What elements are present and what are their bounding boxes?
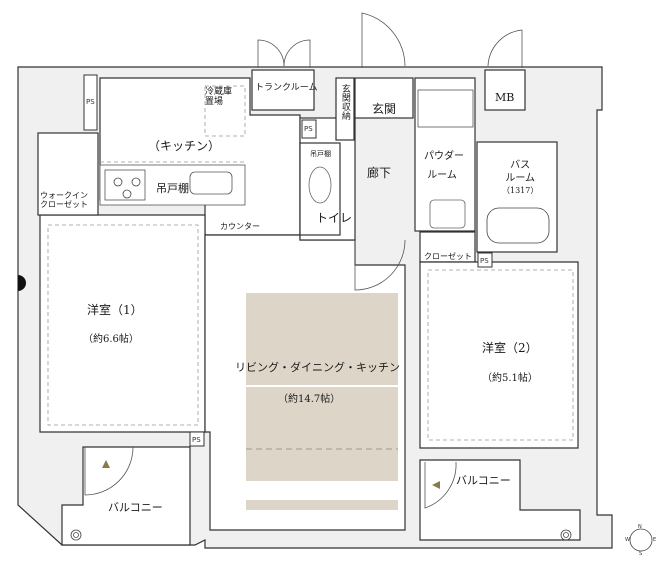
compass-north: N	[638, 524, 642, 530]
entrance-label: 玄関	[372, 102, 397, 116]
ldk-floor	[246, 293, 398, 510]
bathroom-label: バスルーム（1317）	[502, 160, 539, 195]
trunk-room-label: トランクルーム	[255, 83, 318, 93]
kitchen-label: （キッチン）	[148, 139, 221, 153]
walkin-closet-label: ウォークインクローゼット	[40, 191, 88, 209]
ps-label: PS	[86, 98, 95, 106]
ps-label: PS	[192, 436, 201, 444]
western-room-2-name: 洋室（2）	[482, 341, 538, 355]
toilet-hanging-cabinet-label: 吊戸棚	[310, 150, 331, 158]
fridge-space-label: 冷蔵庫置場	[205, 87, 233, 107]
toilet-label: トイレ	[316, 211, 353, 225]
hallway-label: 廊下	[367, 166, 392, 180]
balcony-right-label: バルコニー	[456, 474, 511, 487]
mb-label: MB	[495, 91, 515, 104]
western-room-1-size: （約6.6帖）	[83, 334, 139, 345]
ldk-size: （約14.7帖）	[278, 394, 341, 405]
counter-label: カウンター	[220, 222, 260, 231]
ldk-name: リビング・ダイニング・キッチン	[235, 361, 400, 374]
western-room-1-name: 洋室（1）	[87, 303, 143, 317]
ps-label: PS	[304, 125, 313, 133]
balcony-left-label: バルコニー	[108, 501, 163, 514]
western-room-2-size: （約5.1帖）	[482, 373, 538, 384]
balcony-entry-marker-left	[102, 460, 110, 468]
compass-west: W	[625, 537, 630, 543]
balcony-entry-marker-right	[432, 481, 440, 489]
closet-label: クローゼット	[424, 252, 472, 261]
powder-room-label: パウダー ルーム	[424, 151, 464, 181]
compass-south: S	[639, 551, 643, 557]
kitchen-hanging-cabinet-label: 吊戸棚	[156, 182, 189, 195]
entrance-storage-label: 玄関収納	[339, 84, 350, 120]
compass-icon	[629, 528, 653, 552]
compass-east: E	[653, 537, 657, 543]
ps-label: PS	[480, 257, 489, 265]
